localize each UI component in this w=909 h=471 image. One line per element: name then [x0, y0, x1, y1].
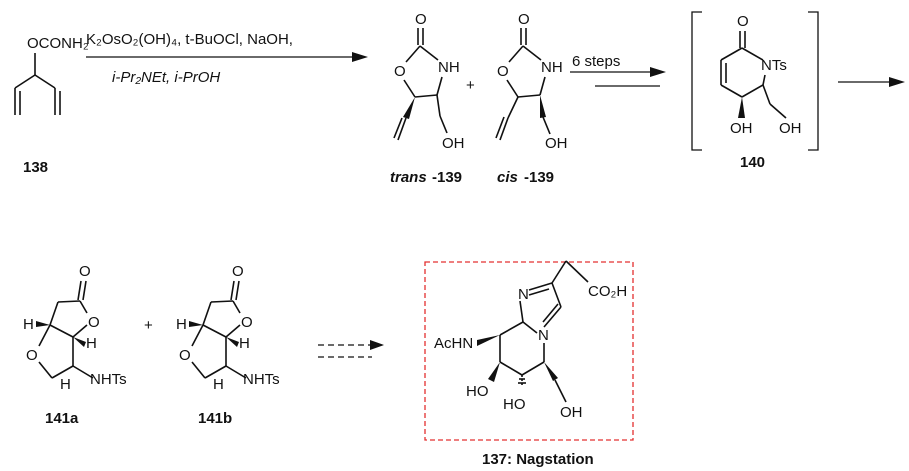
reaction-arrow-1: K₂OsO₂(OH)₄, t-BuOCl, NaOH, i-Pr₂NEt, i-…	[86, 31, 368, 86]
ring-o: O	[497, 63, 509, 80]
thf-o: O	[26, 347, 38, 364]
thf-o: O	[179, 347, 191, 364]
planned-steps-arrow	[318, 340, 384, 358]
reagents-line-1: K₂OsO₂(OH)₄, t-BuOCl, NaOH,	[86, 31, 293, 48]
compound-trans-139: O O NH OH trans -139	[390, 11, 465, 186]
oh-label: OH	[442, 135, 465, 152]
compound-label-141a: 141a	[45, 410, 79, 427]
h-label: H	[176, 316, 187, 333]
h-label: H	[239, 335, 250, 352]
carbonyl-o: O	[737, 13, 749, 30]
compound-label-137: 137: Nagstation	[482, 451, 594, 468]
oh-label: OH	[545, 135, 568, 152]
carbonyl-o: O	[415, 11, 427, 28]
h-label: H	[60, 376, 71, 393]
carbonyl-o: O	[232, 263, 244, 280]
compound-label-140: 140	[740, 154, 765, 171]
plus-sign-2: +	[144, 317, 153, 334]
h-label: H	[86, 335, 97, 352]
lactone-o: O	[241, 314, 253, 331]
carbonyl-o: O	[518, 11, 530, 28]
bridgehead-n: N	[538, 327, 549, 344]
nhts-label: NHTs	[243, 371, 280, 388]
oh-label: OH	[779, 120, 802, 137]
compound-141b: O O H O H H NHTs 141b	[176, 263, 280, 427]
label-trans: trans	[390, 169, 427, 186]
reaction-arrow-2: 6 steps	[570, 53, 666, 87]
lactone-o: O	[88, 314, 100, 331]
compound-137: N N CO₂H AcHN HO HO OH 137: Nagstation	[424, 260, 634, 468]
h-label: H	[23, 316, 34, 333]
imidazole-n: N	[518, 286, 529, 303]
label-139b: -139	[524, 169, 554, 186]
label-cis: cis	[497, 169, 518, 186]
label-139a: -139	[432, 169, 462, 186]
compound-label-141b: 141b	[198, 410, 232, 427]
plus-sign-1: +	[466, 77, 475, 94]
ring-nts: NTs	[761, 57, 787, 74]
ring-o: O	[394, 63, 406, 80]
ring-nh: NH	[438, 59, 460, 76]
reagents-step-2: 6 steps	[572, 53, 620, 70]
carbonyl-o: O	[79, 263, 91, 280]
reagents-line-2: i-Pr₂NEt, i-PrOH	[112, 69, 220, 86]
label-ocon-h2: OCONH₂	[27, 35, 89, 52]
reaction-arrow-3	[838, 77, 905, 87]
compound-138: OCONH₂ 138	[14, 35, 89, 176]
ring-nh: NH	[541, 59, 563, 76]
co2h-label: CO₂H	[588, 283, 627, 300]
nhts-label: NHTs	[90, 371, 127, 388]
compound-140: O NTs OH OH 140	[691, 11, 819, 171]
compound-141a: O O H O H H NHTs 141a	[23, 263, 127, 427]
achn-label: AcHN	[434, 335, 473, 352]
ho-label-2: HO	[503, 396, 526, 413]
compound-cis-139: O O NH OH cis -139	[495, 11, 568, 186]
oh-label: OH	[560, 404, 583, 421]
ho-label: HO	[466, 383, 489, 400]
compound-label-138: 138	[23, 159, 48, 176]
highlight-box	[424, 261, 634, 441]
oh-label: OH	[730, 120, 753, 137]
h-label: H	[213, 376, 224, 393]
